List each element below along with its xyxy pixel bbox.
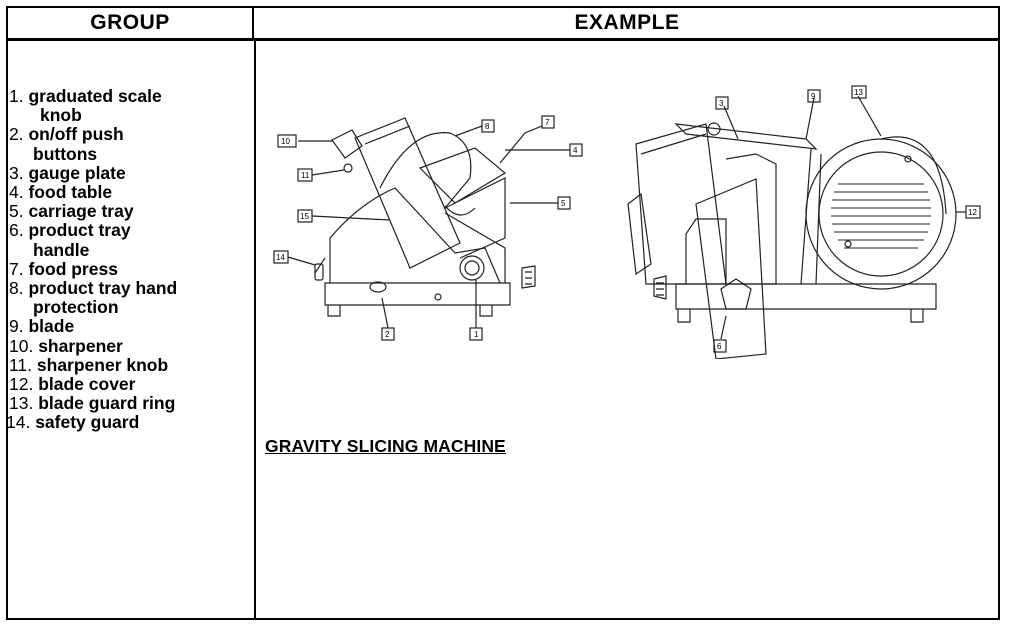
svg-text:5: 5 — [561, 199, 566, 208]
svg-text:1: 1 — [474, 330, 479, 339]
callout-4: 4 — [569, 143, 583, 157]
svg-text:12: 12 — [968, 208, 977, 217]
part-item-3: 3. gauge plate — [9, 162, 126, 183]
callout-10: 10 — [277, 134, 297, 148]
svg-text:4: 4 — [573, 146, 578, 155]
callout-12: 12 — [965, 205, 981, 219]
callout-9: 9 — [807, 89, 821, 103]
parts-table: GROUP EXAMPLE — [6, 6, 1000, 620]
part-item-7: 7. food press — [9, 258, 118, 279]
column-divider — [254, 38, 256, 618]
callout-5: 5 — [557, 196, 571, 210]
callout-15: 15 — [297, 209, 313, 223]
svg-text:6: 6 — [717, 342, 722, 351]
svg-text:10: 10 — [281, 137, 290, 146]
callout-14: 14 — [273, 250, 289, 264]
svg-text:15: 15 — [300, 212, 309, 221]
part-item-14: 14. safety guard — [6, 412, 140, 433]
callout-11: 11 — [297, 168, 313, 182]
callout-3: 3 — [715, 96, 729, 110]
callout-8: 8 — [481, 119, 495, 133]
svg-text:3: 3 — [719, 99, 724, 108]
part-item-9: 9. blade — [9, 316, 75, 337]
svg-text:8: 8 — [485, 122, 490, 131]
part-item-5: 5. carriage tray — [9, 201, 134, 222]
svg-text:14: 14 — [276, 253, 285, 262]
svg-text:7: 7 — [545, 118, 550, 127]
diagram-caption: GRAVITY SLICING MACHINE — [265, 436, 506, 456]
group-header: GROUP — [8, 8, 254, 38]
part-item-13: 13. blade guard ring — [9, 393, 176, 414]
part-item-12: 12. blade cover — [9, 374, 136, 395]
svg-text:9: 9 — [811, 92, 816, 101]
part-item-10: 10. sharpener — [9, 335, 123, 356]
part-item-11: 11. sharpener knob — [9, 354, 169, 375]
svg-text:13: 13 — [854, 88, 863, 97]
header-divider — [8, 38, 998, 41]
svg-text:2: 2 — [385, 330, 390, 339]
callout-13: 13 — [851, 85, 867, 99]
slicer-front-view-diagram: 3 9 13 12 6 — [627, 85, 981, 359]
slicer-side-view-diagram: 10 11 15 14 8 7 4 5 2 1 — [273, 115, 583, 341]
callout-2: 2 — [381, 327, 395, 341]
example-header: EXAMPLE — [574, 11, 680, 34]
callout-7: 7 — [541, 115, 555, 129]
callout-1: 1 — [469, 327, 483, 341]
part-item-4: 4. food table — [9, 182, 113, 203]
svg-text:11: 11 — [301, 171, 310, 180]
callout-6: 6 — [713, 339, 727, 353]
